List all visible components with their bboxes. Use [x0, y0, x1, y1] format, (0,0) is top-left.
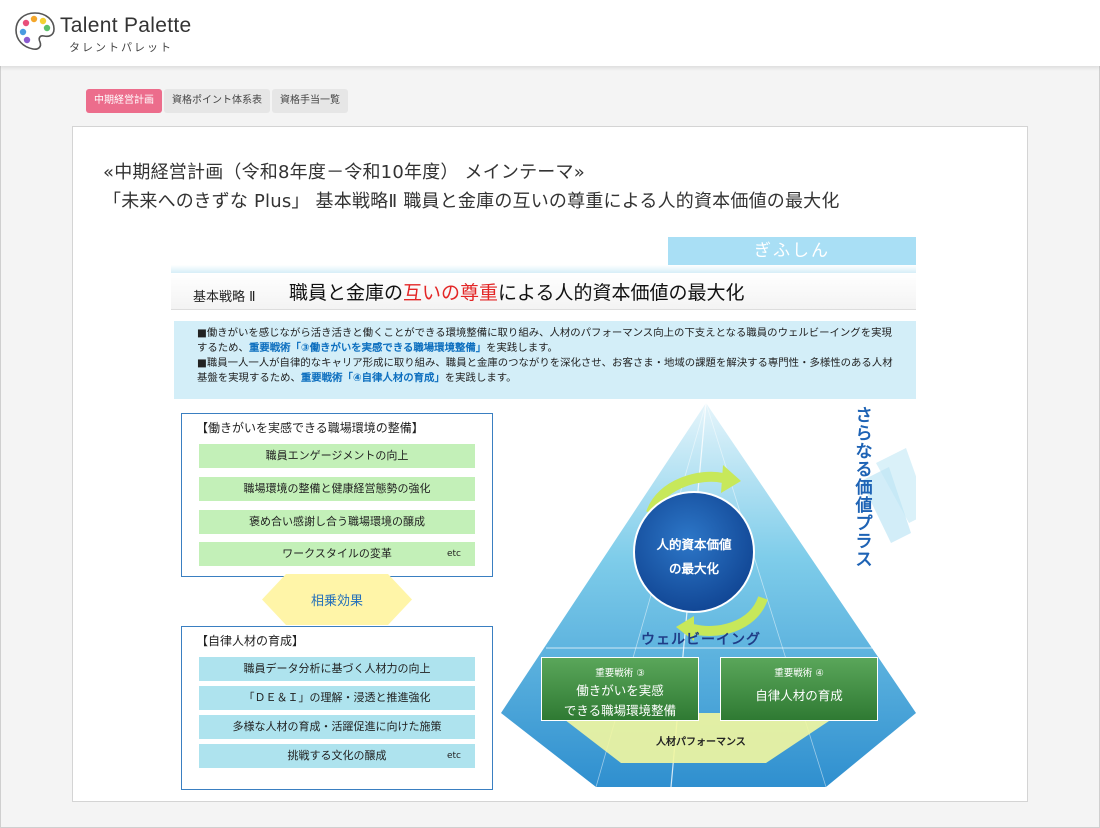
page-title-line1: «中期経営計画（令和8年度－令和10年度） メインテーマ»	[103, 162, 585, 183]
page-title-line2: 「未来へのきずな Plus」 基本戦略Ⅱ 職員と金庫の互いの尊重による人的資本価…	[103, 191, 840, 212]
desc2-highlight: 重要戦術「④自律人材の育成」	[300, 372, 445, 384]
tab-bar: 中期経営計画 資格ポイント体系表 資格手当一覧	[86, 89, 350, 113]
strategy-description: ■働きがいを感じながら活き活きと働くことができる環境整備に取り組み、人材のパフォ…	[174, 321, 916, 399]
desc1-text: ■働きがいを感じながら活き活きと働くことができる環境整備に取り組み、人材のパフォ…	[197, 327, 892, 354]
autonomous-talent-box: 【自律人材の育成】 職員データ分析に基づく人材力の向上 「ＤＥ＆Ｉ」の理解・浸透…	[181, 626, 493, 790]
vertical-value-label: さらなる価値プラス	[855, 406, 873, 570]
strategy-title: 職員と金庫の互いの尊重による人的資本価値の最大化	[289, 278, 744, 305]
logo-text-jp: タレントパレット	[69, 41, 173, 54]
logo-text-en: Talent Palette	[60, 14, 192, 37]
app-logo[interactable]: Talent Palette タレントパレット	[14, 8, 194, 58]
core-text-line2: の最大化	[668, 561, 719, 576]
synergy-diamond	[262, 574, 412, 625]
strategy-label: 基本戦略 Ⅱ	[193, 290, 256, 305]
core-text-line1: 人的資本価値	[656, 537, 732, 552]
tab-qualification-allowance[interactable]: 資格手当一覧	[272, 89, 348, 113]
box2-item-diversity: 多様な人材の育成・活躍促進に向けた施策	[199, 715, 475, 739]
strategy-title-post: による人的資本価値の最大化	[498, 282, 745, 304]
box2-item-dei: 「ＤＥ＆Ｉ」の理解・浸透と推進強化	[199, 686, 475, 710]
tab-mid-term-plan[interactable]: 中期経営計画	[86, 89, 162, 113]
box1-etc: etc	[446, 549, 461, 559]
performance-label: 人材パフォーマンス	[656, 737, 746, 748]
content-panel: «中期経営計画（令和8年度－令和10年度） メインテーマ» 「未来へのきずな P…	[72, 126, 1028, 802]
wellbeing-label: ウェルビーイング	[641, 632, 761, 648]
tactic3-box: 重要戦術 ③ 働きがいを実感 できる職場環境整備	[541, 657, 699, 721]
box1-title: 【働きがいを実感できる職場環境の整備】	[196, 421, 424, 435]
box2-item-data: 職員データ分析に基づく人材力の向上	[199, 657, 475, 681]
strategy-header: 基本戦略 Ⅱ 職員と金庫の互いの尊重による人的資本価値の最大化	[171, 273, 916, 310]
app-header: Talent Palette タレントパレット	[0, 0, 1100, 66]
tactic3-label: 重要戦術 ③	[595, 668, 645, 679]
tab-qualification-points[interactable]: 資格ポイント体系表	[164, 89, 270, 113]
desc1-end: を実践します。	[486, 342, 558, 354]
strategy-title-pre: 職員と金庫の	[289, 282, 404, 304]
tactic4-title: 自律人材の育成	[755, 688, 843, 703]
box1-item-health: 職場環境の整備と健康経営態勢の強化	[199, 477, 475, 501]
tactic3-title-line1: 働きがいを実感	[576, 683, 664, 698]
desc1-highlight: 重要戦術「③働きがいを実感できる職場環境整備」	[248, 342, 487, 354]
box1-item-appreciation: 褒め合い感謝し合う職場環境の醸成	[199, 510, 475, 534]
strategy-figure: ぎふしん 基本戦略 Ⅱ 職員と金庫の互いの尊重による人的資本価値の最大化 ■働き…	[171, 237, 916, 790]
brand-label: ぎふしん	[668, 237, 916, 267]
box2-item-challenge: 挑戦する文化の醸成 etc	[199, 744, 475, 768]
divider	[171, 265, 916, 273]
box1-item-workstyle-text: ワークスタイルの変革	[282, 547, 392, 560]
box1-item-engagement: 職員エンゲージメントの向上	[199, 444, 475, 468]
tactic4-box: 重要戦術 ④ 自律人材の育成	[720, 657, 878, 721]
desc2-end: を実践します。	[444, 372, 517, 384]
tactic3-title-line2: できる職場環境整備	[563, 703, 677, 718]
description-paragraph-2: ■職員一人一人が自律的なキャリア形成に取り組み、職員と金庫のつながりを深化させ、…	[197, 356, 902, 386]
strategy-title-highlight: 互いの尊重	[403, 282, 499, 304]
synergy-label: 相乗効果	[310, 594, 363, 609]
box2-item-challenge-text: 挑戦する文化の醸成	[287, 749, 387, 762]
box2-title: 【自律人材の育成】	[196, 634, 305, 648]
description-paragraph-1: ■働きがいを感じながら活き活きと働くことができる環境整備に取り組み、人材のパフォ…	[197, 326, 902, 356]
box1-item-workstyle: ワークスタイルの変革 etc	[199, 542, 475, 566]
desc2-text: ■職員一人一人が自律的なキャリア形成に取り組み、職員と金庫のつながりを深化させ、…	[197, 357, 893, 384]
palette-icon	[15, 12, 55, 50]
tactic4-label: 重要戦術 ④	[774, 668, 824, 679]
box2-etc: etc	[446, 751, 461, 761]
work-environment-box: 【働きがいを実感できる職場環境の整備】 職員エンゲージメントの向上 職場環境の整…	[181, 413, 493, 577]
